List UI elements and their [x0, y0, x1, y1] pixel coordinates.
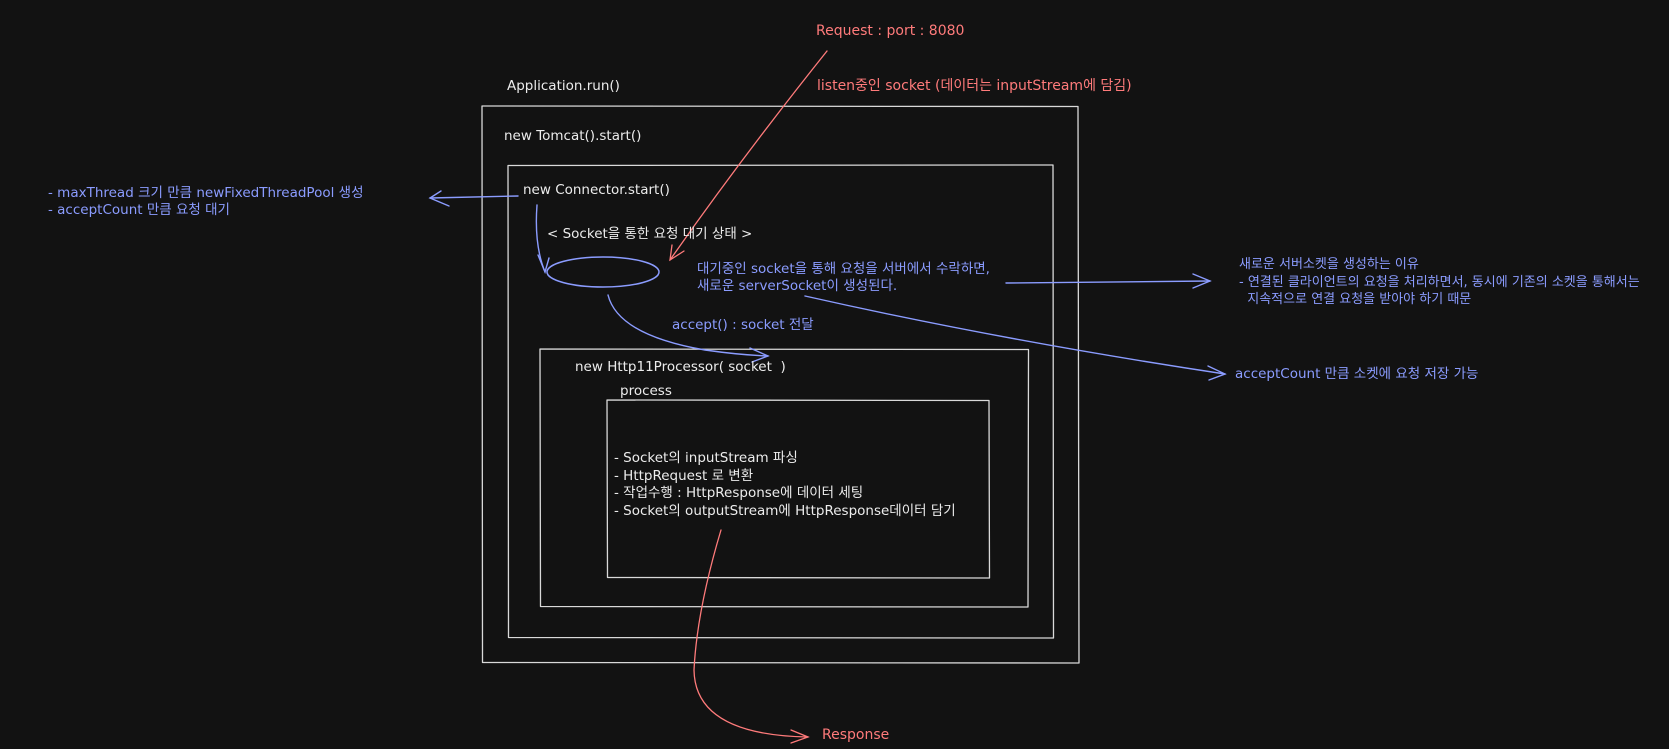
process-step: - 작업수행 : HttpResponse에 데이터 세팅 [614, 485, 864, 501]
request-arrow [669, 50, 828, 262]
accept-note: 새로운 serverSocket이 생성된다. [697, 278, 898, 294]
process-step: - Socket의 outputStream에 HttpResponse데이터 … [614, 503, 956, 519]
application-run-label: Application.run() [507, 78, 620, 94]
threadpool-arrow [428, 190, 519, 207]
socket-ellipse [546, 256, 660, 288]
new-server-socket-arrow [1005, 273, 1212, 289]
process-box [606, 399, 991, 579]
socket-waiting-label: < Socket을 통한 요청 대기 상태 > [547, 226, 753, 242]
tomcat-box [507, 164, 1055, 639]
reason-line: - 연결된 클라이언트의 요청을 처리하면서, 동시에 기존의 소켓을 통해서는 [1239, 275, 1640, 290]
process-label: process [620, 383, 672, 399]
response-arrow [693, 529, 810, 744]
accept-arrow [607, 294, 770, 363]
processor-label: new Http11Processor( socket ) [575, 359, 786, 375]
threadpool-note: - acceptCount 만큼 요청 대기 [48, 202, 230, 218]
accept-note: 대기중인 socket을 통해 요청을 서버에서 수락하면, [697, 261, 990, 277]
listen-socket-label: listen중인 socket (데이터는 inputStream에 담김) [817, 78, 1132, 94]
tomcat-start-label: new Tomcat().start() [504, 128, 642, 144]
application-box [481, 105, 1080, 664]
connector-to-socket-arrow [535, 204, 550, 275]
response-label: Response [822, 727, 890, 743]
processor-box [539, 348, 1030, 608]
process-step: - Socket의 inputStream 파싱 [614, 450, 798, 466]
threadpool-note: - maxThread 크기 만큼 newFixedThreadPool 생성 [48, 185, 364, 201]
accept-socket-label: accept() : socket 전달 [672, 317, 814, 333]
connector-start-label: new Connector.start() [523, 182, 670, 198]
reason-line: 지속적으로 연결 요청을 받아야 하기 때문 [1239, 292, 1472, 307]
accept-count-storage-label: acceptCount 만큼 소켓에 요청 저장 가능 [1235, 366, 1479, 382]
accept-count-arrow [804, 295, 1227, 381]
process-step: - HttpRequest 로 변환 [614, 468, 754, 484]
request-port-label: Request : port : 8080 [816, 23, 965, 39]
reason-line: 새로운 서버소켓을 생성하는 이유 [1239, 257, 1419, 272]
